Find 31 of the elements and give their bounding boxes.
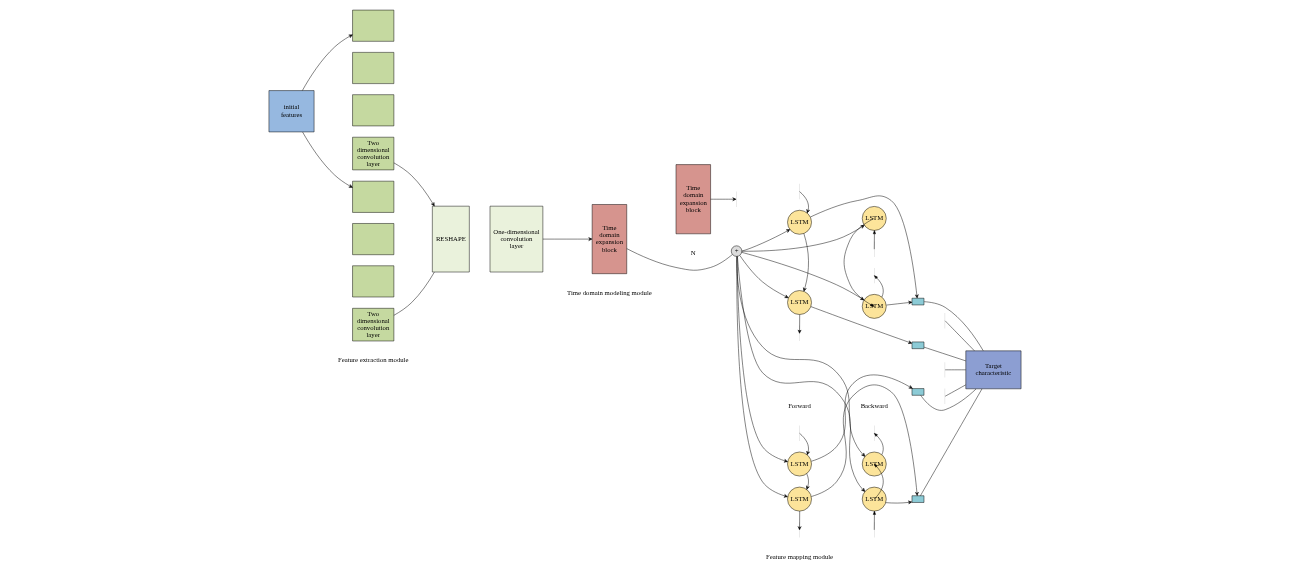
node-box bbox=[911, 388, 925, 396]
arrow bbox=[874, 463, 884, 500]
arrow bbox=[806, 473, 810, 490]
node-box bbox=[352, 9, 395, 42]
node-box bbox=[352, 180, 395, 213]
arrow bbox=[542, 237, 593, 241]
arrow bbox=[873, 230, 876, 250]
arrow bbox=[302, 131, 353, 188]
arrow bbox=[739, 255, 789, 298]
arrow bbox=[799, 433, 809, 452]
arrow bbox=[811, 384, 919, 497]
node-box bbox=[911, 341, 925, 349]
arrow bbox=[741, 225, 865, 252]
node-box bbox=[911, 297, 925, 306]
arrow bbox=[741, 229, 791, 252]
arrow bbox=[873, 510, 876, 531]
arrow bbox=[885, 500, 912, 505]
node-box bbox=[352, 265, 395, 298]
node-box bbox=[352, 52, 395, 84]
arrow bbox=[302, 34, 353, 91]
arrow bbox=[393, 162, 435, 207]
arrow bbox=[886, 300, 913, 306]
node-box bbox=[352, 94, 395, 127]
arrow bbox=[811, 374, 913, 462]
node-box bbox=[911, 495, 925, 503]
arrow bbox=[799, 314, 800, 331]
arrow bbox=[810, 306, 913, 344]
arrow bbox=[874, 433, 884, 455]
arrow bbox=[803, 233, 809, 292]
arrow bbox=[874, 275, 884, 298]
node-box bbox=[352, 223, 395, 255]
